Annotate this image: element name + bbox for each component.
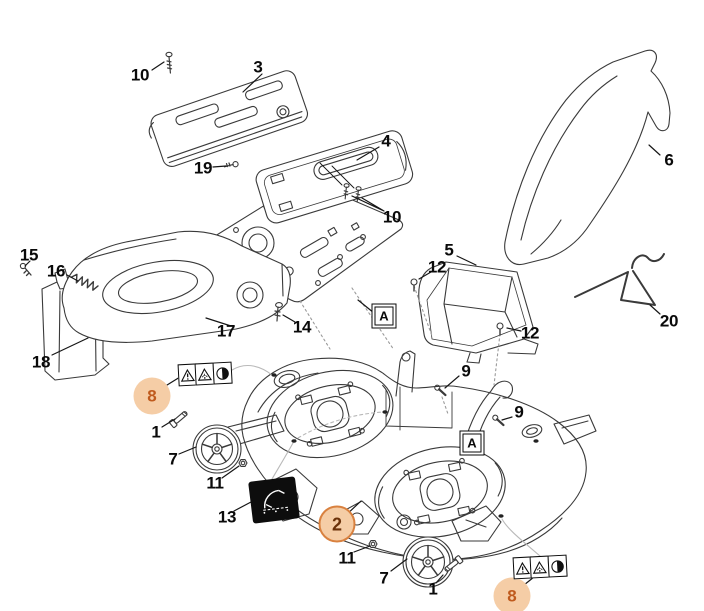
warning-pictogram-strip	[177, 361, 233, 387]
part-callout-1: 1	[151, 422, 161, 442]
part-callout-11: 11	[206, 473, 224, 493]
part-callout-12: 12	[520, 323, 540, 343]
part-15-screw-drawing	[19, 262, 32, 277]
part-17-discharge-duct-drawing	[61, 230, 291, 343]
keep-bystanders-away-icon	[547, 554, 568, 578]
part-callout-1: 1	[428, 579, 438, 599]
part-11-nuts-drawing	[238, 458, 378, 549]
part-callout-19: 19	[193, 158, 213, 178]
part-callout-11: 11	[338, 548, 356, 568]
part-1-bolts-drawing	[168, 411, 464, 572]
warning-triangle-icon	[177, 363, 198, 387]
part-callout-4: 4	[381, 131, 391, 151]
part-callout-10: 10	[130, 65, 150, 85]
warning-pictogram-strip	[512, 554, 568, 580]
part-callout-7: 7	[168, 449, 178, 469]
highlighted-part-hotspot-2[interactable]: 2	[318, 505, 356, 543]
keep-bystanders-away-icon	[212, 361, 233, 385]
thrown-objects-triangle-icon	[529, 555, 551, 579]
part-callout-20: 20	[659, 311, 679, 331]
mower-leveling-icon	[262, 489, 288, 514]
leader-lines	[24, 61, 661, 590]
detail-view-letter: A	[374, 306, 394, 326]
part-callout-13: 13	[217, 507, 237, 527]
deck-leveling-label	[248, 476, 300, 524]
part-14-screw-drawing	[274, 302, 283, 322]
highlighted-part-hotspot-8[interactable]: 8	[133, 377, 171, 415]
part-callout-12: 12	[427, 257, 447, 277]
part-6-deflector-chute-drawing	[504, 49, 671, 266]
part-callout-3: 3	[253, 57, 263, 77]
part-7-wheels-drawing	[192, 424, 454, 588]
part-callout-9: 9	[461, 361, 471, 381]
part-callout-18: 18	[31, 352, 51, 372]
part-callout-7: 7	[379, 568, 389, 588]
part-callout-9: 9	[514, 402, 524, 422]
part-9-screws-drawing	[434, 384, 505, 427]
part-callout-6: 6	[664, 150, 674, 170]
detail-view-marker: A	[371, 303, 397, 329]
thrown-objects-triangle-icon	[194, 362, 216, 386]
highlighted-part-hotspot-8[interactable]: 8	[493, 577, 531, 611]
detail-view-marker: A	[459, 430, 485, 456]
part-16-spring-drawing	[70, 273, 99, 291]
part-3-upper-cover-drawing	[148, 70, 309, 168]
part-20-hook-tool-drawing	[574, 253, 665, 306]
warning-triangle-icon	[512, 556, 533, 580]
part-callout-10: 10	[382, 207, 402, 227]
connector-lines	[231, 285, 541, 557]
part-12-screws-drawing	[410, 278, 504, 336]
part-10-screws-drawing	[165, 51, 362, 203]
part-callout-15: 15	[19, 245, 39, 265]
part-callout-5: 5	[444, 240, 454, 260]
part-19-screw-drawing	[223, 161, 239, 168]
detail-view-letter: A	[462, 433, 482, 453]
part-5-funnel-drawing	[418, 261, 539, 364]
part-callout-17: 17	[216, 321, 236, 341]
part-2-mower-deck-drawing	[223, 350, 597, 561]
part-callout-14: 14	[292, 317, 312, 337]
part-callout-16: 16	[46, 261, 66, 281]
